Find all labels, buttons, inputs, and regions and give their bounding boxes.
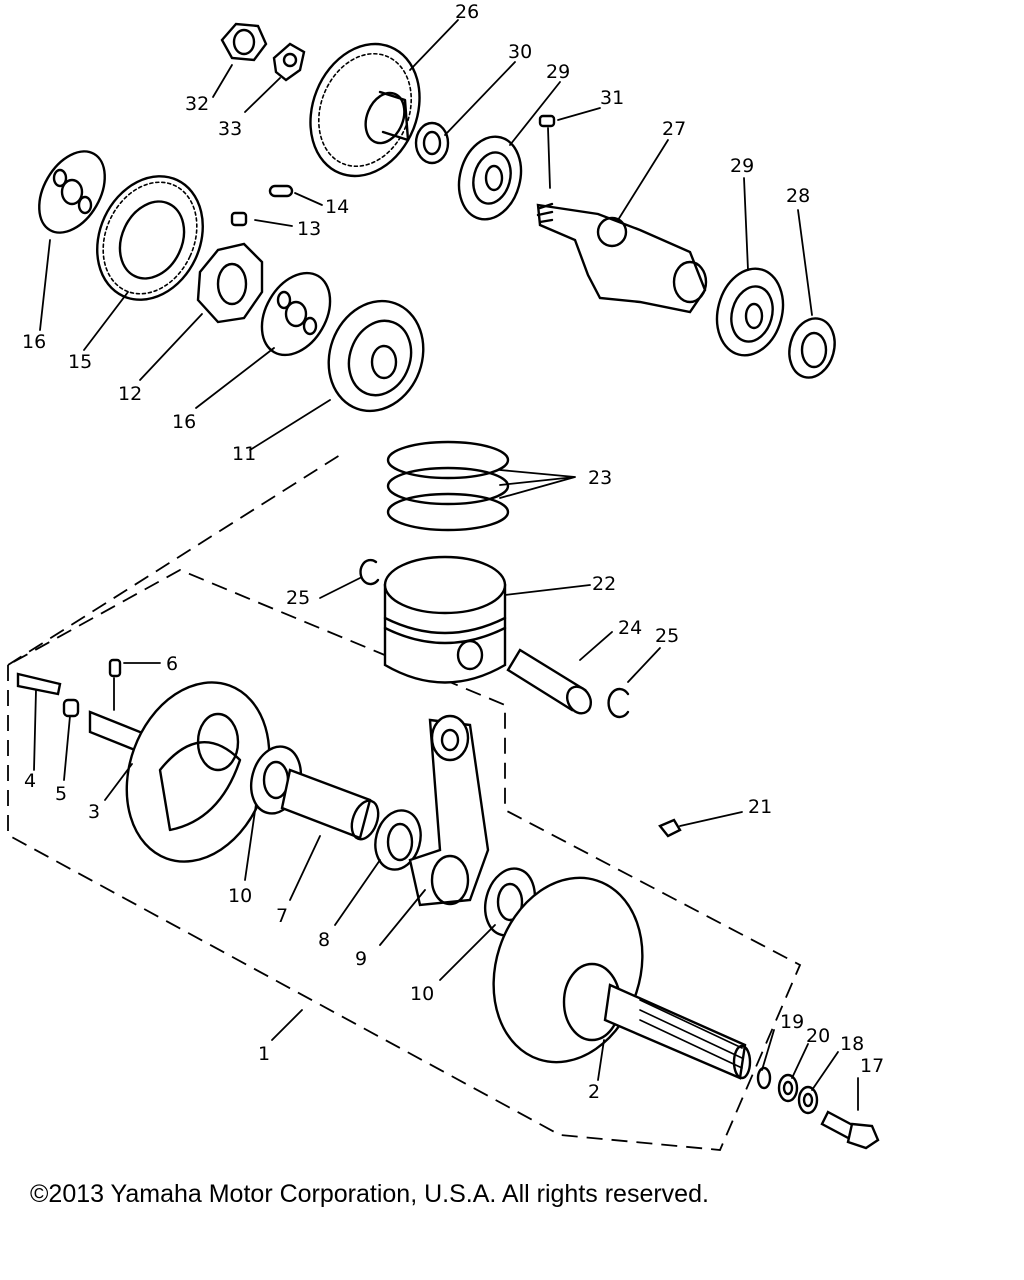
part-15-gear (96, 175, 204, 301)
callout-27: 27 (662, 118, 686, 140)
callout-6: 6 (166, 653, 178, 675)
callout-20: 20 (806, 1025, 830, 1047)
part-32-nut (220, 22, 268, 62)
callout-5: 5 (55, 783, 67, 805)
callout-16-upper: 16 (22, 331, 46, 353)
part-21-key (658, 818, 682, 838)
part-33-lock-washer (272, 42, 306, 82)
part-30-spacer (414, 121, 450, 165)
callout-28: 28 (786, 185, 810, 207)
callout-29-lower: 29 (730, 155, 754, 177)
callout-33: 33 (218, 118, 242, 140)
part-28-oil-seal (788, 317, 836, 379)
part-3-crank-left (88, 681, 271, 863)
callout-30: 30 (508, 41, 532, 63)
callout-16-lower: 16 (172, 411, 196, 433)
part-23-piston-rings (386, 440, 510, 532)
part-27-balancer-shaft (536, 202, 708, 314)
callout-10-right: 10 (410, 983, 434, 1005)
part-11-bearing (327, 299, 425, 413)
copyright-notice: ©2013 Yamaha Motor Corporation, U.S.A. A… (30, 1180, 709, 1208)
part-16-plate-lower (260, 271, 332, 357)
callout-23: 23 (588, 467, 612, 489)
part-26-primary-drive-gear (309, 42, 421, 178)
part-4-bolt (16, 672, 62, 696)
callout-14: 14 (325, 196, 349, 218)
part-12-hub (196, 242, 264, 324)
callout-7: 7 (276, 905, 288, 927)
callout-31: 31 (600, 87, 624, 109)
callout-17: 17 (860, 1055, 884, 1077)
callout-4: 4 (24, 770, 36, 792)
callout-22: 22 (592, 573, 616, 595)
part-29-bearing-lower (715, 267, 785, 357)
callout-25-lower: 25 (655, 625, 679, 647)
part-19-o-ring (756, 1066, 772, 1090)
part-25-clip-upper (359, 558, 380, 586)
leader-lines (33, 19, 859, 1111)
part-6-key (108, 658, 122, 678)
callout-labels: 26 30 29 31 27 29 28 32 33 14 13 16 15 1… (22, 1, 884, 1103)
callout-29-upper: 29 (546, 61, 570, 83)
callout-12: 12 (118, 383, 142, 405)
part-14-pin (268, 184, 294, 198)
part-25-clip-lower (607, 687, 630, 719)
callout-2: 2 (588, 1081, 600, 1103)
callout-32: 32 (185, 93, 209, 115)
callout-25-upper: 25 (286, 587, 310, 609)
part-2-crank-right (492, 876, 752, 1080)
callout-21: 21 (748, 796, 772, 818)
part-13-spring (230, 211, 248, 227)
crankshaft-assembly-outline (7, 454, 802, 1151)
callout-18: 18 (840, 1033, 864, 1055)
part-17-bolt (820, 1110, 880, 1150)
callout-8: 8 (318, 929, 330, 951)
part-18-lock-washer (797, 1085, 819, 1115)
part-29-bearing-upper (457, 135, 523, 221)
callout-1: 1 (258, 1043, 270, 1065)
part-8-needle-bearing (374, 809, 422, 871)
part-9-connecting-rod (408, 714, 490, 907)
part-5-spring (62, 698, 80, 718)
callout-9: 9 (355, 948, 367, 970)
callout-10-left: 10 (228, 885, 252, 907)
callout-26: 26 (455, 1, 479, 23)
callout-24: 24 (618, 617, 642, 639)
part-31-key (538, 114, 556, 128)
callout-19: 19 (780, 1011, 804, 1033)
callout-13: 13 (297, 218, 321, 240)
callout-15: 15 (68, 351, 92, 373)
callout-11: 11 (232, 443, 256, 465)
part-7-crank-pin (280, 768, 380, 841)
part-16-plate-upper (38, 150, 106, 234)
part-22-piston (383, 555, 507, 684)
part-20-washer (777, 1073, 799, 1103)
part-24-piston-pin (506, 648, 593, 715)
callout-3: 3 (88, 801, 100, 823)
